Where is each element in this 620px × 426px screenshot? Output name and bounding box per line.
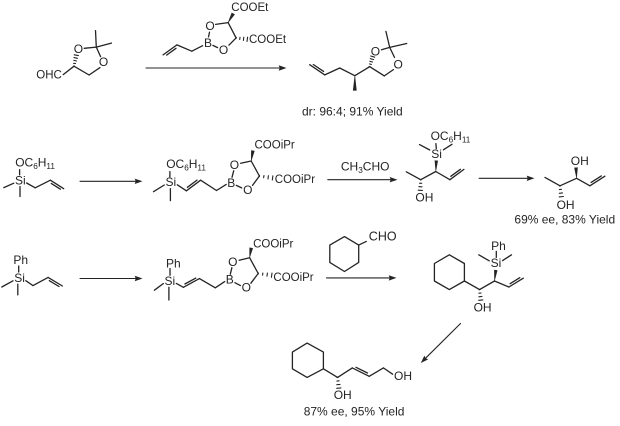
svg-text:O: O [219, 43, 228, 57]
svg-text:O: O [394, 58, 403, 72]
svg-text:B: B [204, 36, 212, 50]
svg-text:Si: Si [165, 274, 176, 288]
svg-text:69% ee, 83% Yield: 69% ee, 83% Yield [514, 212, 615, 226]
svg-text:CH3CHO: CH3CHO [341, 159, 390, 175]
svg-text:CHO: CHO [369, 229, 397, 243]
svg-text:OHC: OHC [36, 70, 62, 82]
svg-text:O: O [242, 281, 251, 295]
svg-text:B: B [227, 176, 235, 190]
svg-text:Ph: Ph [166, 256, 181, 270]
svg-text:OH: OH [334, 388, 352, 402]
svg-text:Ph: Ph [491, 239, 506, 253]
svg-text:COOiPr: COOiPr [255, 139, 295, 151]
svg-text:Ph: Ph [13, 253, 28, 267]
svg-text:COOEt: COOEt [249, 34, 287, 46]
svg-text:COOiPr: COOiPr [275, 174, 315, 186]
svg-text:dr: 96:4; 91% Yield: dr: 96:4; 91% Yield [302, 104, 403, 118]
svg-text:O: O [243, 183, 252, 197]
svg-text:87% ee, 95% Yield: 87% ee, 95% Yield [304, 404, 405, 418]
svg-text:O: O [228, 255, 237, 269]
svg-text:Si: Si [166, 175, 177, 189]
svg-text:O: O [205, 19, 214, 33]
svg-text:OH: OH [557, 198, 575, 212]
svg-text:COOiPr: COOiPr [253, 239, 293, 251]
svg-text:OH: OH [571, 154, 589, 168]
svg-text:B: B [226, 273, 234, 287]
svg-text:OH: OH [394, 369, 412, 383]
svg-text:O: O [230, 158, 239, 172]
svg-text:O: O [74, 42, 83, 56]
svg-text:COOEt: COOEt [231, 2, 269, 14]
svg-text:Si: Si [491, 256, 502, 270]
svg-text:OH: OH [474, 300, 492, 314]
svg-text:Si: Si [15, 173, 26, 187]
svg-text:Si: Si [14, 271, 25, 285]
svg-text:COOiPr: COOiPr [273, 272, 313, 284]
svg-text:OH: OH [415, 190, 433, 204]
